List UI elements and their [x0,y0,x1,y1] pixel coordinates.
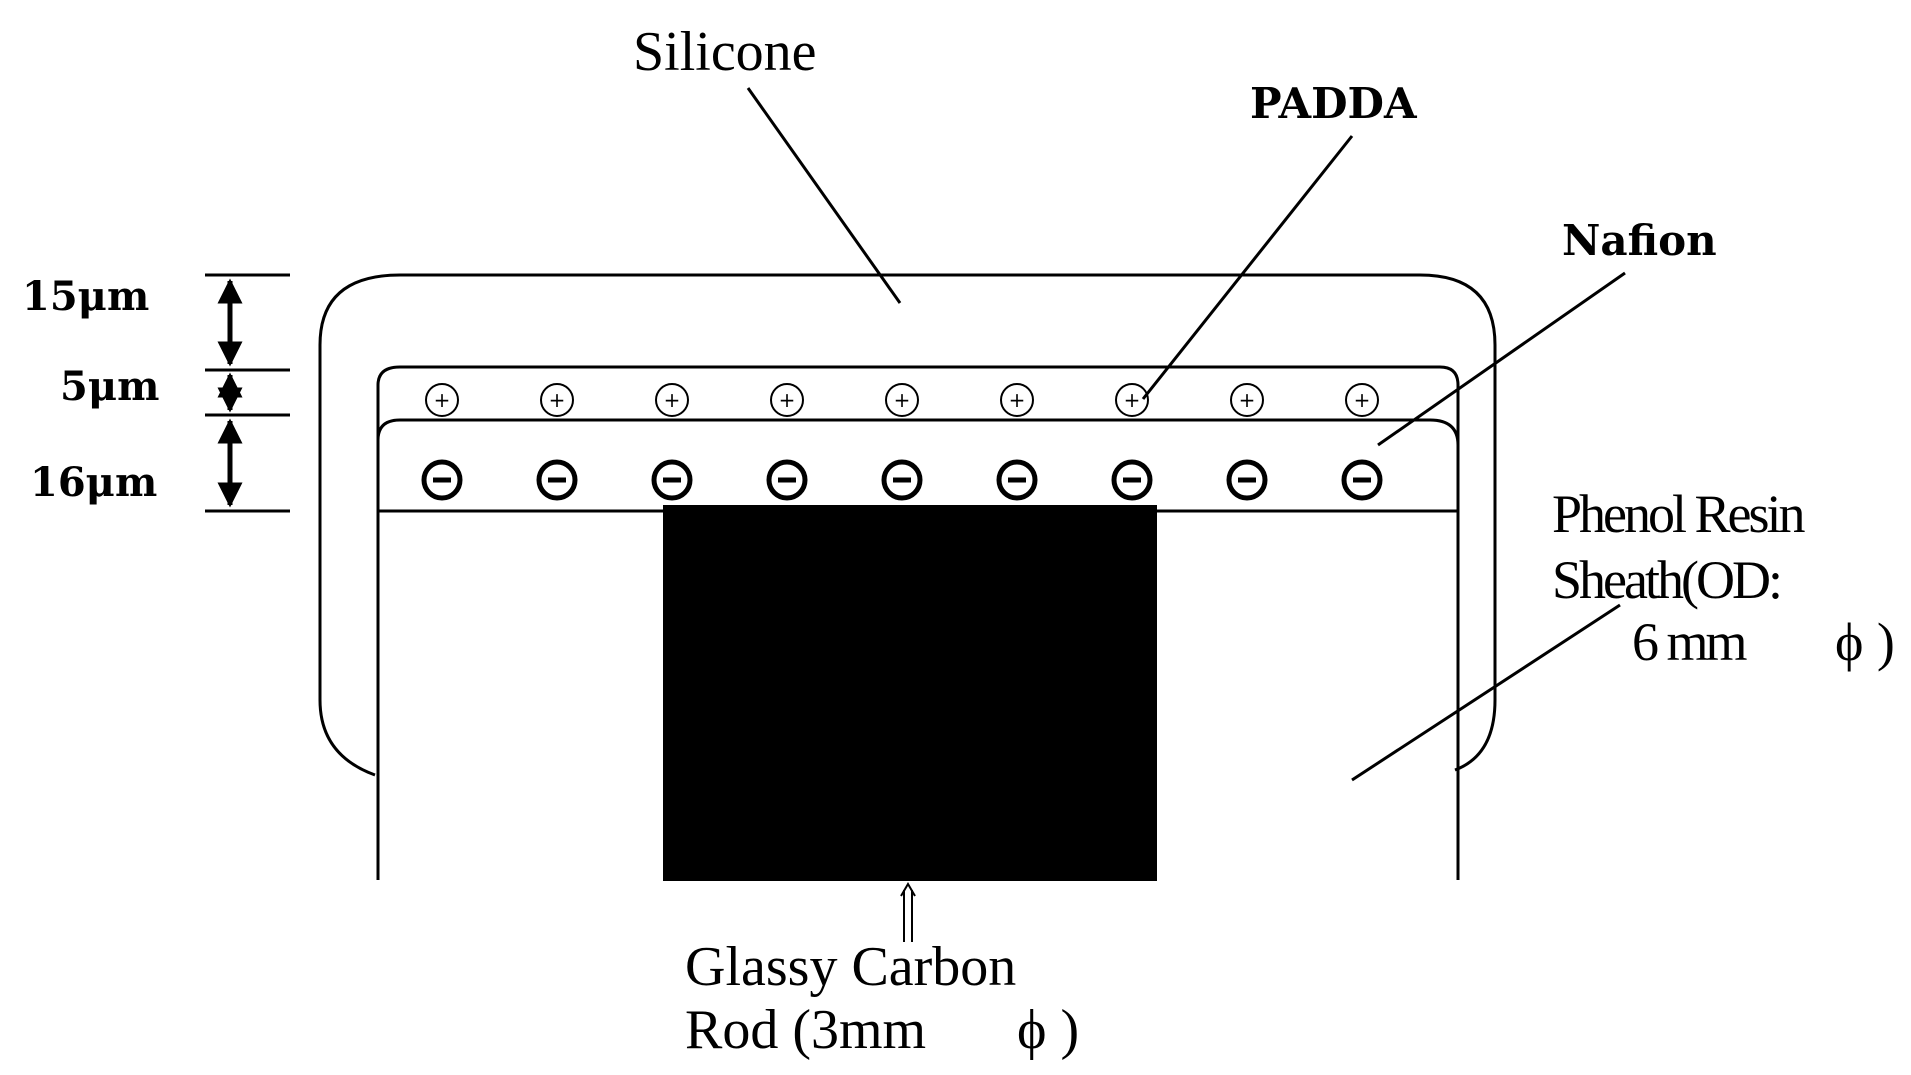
svg-text:+: + [549,388,566,412]
padda-leader-line [1141,135,1354,400]
phenol-label-line2: Sheath(OD: [1552,550,1780,610]
silicone-thickness-label: 15μm [22,273,149,320]
padda-label: PADDA [1250,79,1418,128]
svg-text:+: + [1354,388,1371,412]
negative-charge-icon [766,459,808,501]
carbon-label-line2-value: Rod (3mm [685,999,926,1061]
silicone-label: Silicone [633,21,817,83]
carbon-label-line2-symbol: ϕ ) [1017,999,1079,1061]
svg-text:+: + [894,388,911,412]
positive-charge-icon: + [540,383,574,417]
silicone-leader-line [746,87,902,304]
phenol-label-line3-symbol: ϕ ) [1835,612,1895,672]
svg-text:+: + [1124,388,1141,412]
nafion-leader-line [1377,271,1626,447]
negative-charge-icon [1111,459,1153,501]
nafion-layer-outline [376,418,1460,446]
svg-text:+: + [664,388,681,412]
carbon-label-line1: Glassy Carbon [685,936,1016,998]
positive-charge-icon: + [1230,383,1264,417]
positive-charge-icon: + [1345,383,1379,417]
negative-charge-icon [996,459,1038,501]
phenol-leader-line [1351,603,1621,782]
positive-charge-icon: + [770,383,804,417]
positive-charge-icon: + [425,383,459,417]
svg-text:+: + [1239,388,1256,412]
phenol-label-line3-value: 6 mm [1632,612,1748,672]
positive-charge-icon: + [885,383,919,417]
padda-positive-charges: + + + + + + + + + [425,383,1379,417]
nafion-thickness-label: 16μm [30,459,157,506]
svg-text:+: + [434,388,451,412]
svg-text:+: + [1009,388,1026,412]
silicone-layer-outline [318,273,1497,777]
svg-text:+: + [779,388,796,412]
positive-charge-icon: + [1115,383,1149,417]
negative-charge-icon [421,459,463,501]
padda-layer-outline [376,365,1460,420]
carbon-pointer-head [900,882,916,897]
negative-charge-icon [536,459,578,501]
positive-charge-icon: + [655,383,689,417]
glassy-carbon-rod [663,505,1157,881]
nafion-label: Nafion [1562,216,1717,265]
phenol-label-line1: Phenol Resin [1552,484,1806,544]
negative-charge-icon [1341,459,1383,501]
nafion-negative-charges [421,459,1383,501]
padda-thickness-label: 5μm [60,363,159,410]
negative-charge-icon [881,459,923,501]
negative-charge-icon [1226,459,1268,501]
positive-charge-icon: + [1000,383,1034,417]
negative-charge-icon [651,459,693,501]
